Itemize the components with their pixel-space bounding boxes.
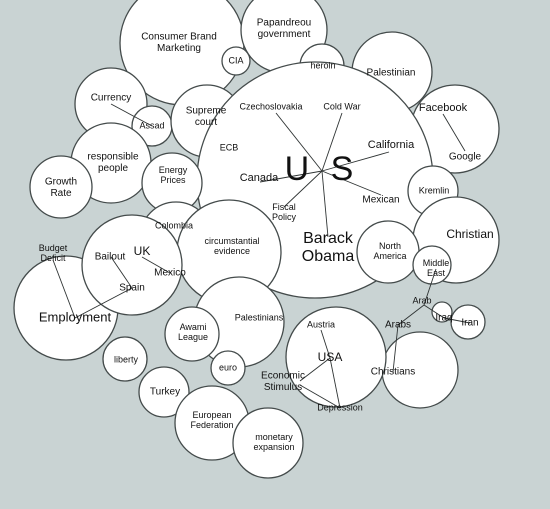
bubble-25 — [285, 306, 387, 408]
connector-line — [110, 103, 153, 127]
connector-line — [141, 256, 171, 274]
bubble-circle — [29, 155, 93, 219]
label-usa: USA — [318, 350, 343, 364]
connector-line — [321, 170, 329, 238]
connector-line — [321, 112, 343, 172]
label-google: Google — [449, 152, 482, 163]
label-canada: Canada — [240, 172, 279, 184]
connector-line — [259, 170, 323, 183]
connector-line — [320, 329, 331, 359]
bubble-21 — [81, 214, 183, 316]
label-liberty: liberty — [114, 354, 139, 364]
connector-line — [74, 287, 133, 319]
connector-line — [329, 357, 341, 409]
label-palestinian: Palestinian — [367, 68, 416, 79]
connector-line — [423, 304, 445, 319]
bubble-26 — [210, 350, 246, 386]
connector-line — [52, 259, 76, 319]
bubble-30 — [232, 407, 304, 479]
bubble-32 — [450, 304, 486, 340]
label-czechoslovakia: Czechoslovakia — [239, 101, 302, 111]
connector-line — [443, 317, 471, 324]
connector-line — [299, 384, 341, 409]
connector-line — [397, 304, 425, 326]
label-colombia: Colombia — [155, 220, 193, 230]
connector-line — [110, 256, 133, 289]
bubble-19 — [412, 245, 452, 285]
connector-line — [321, 170, 382, 196]
label-euro: euro — [219, 362, 237, 372]
bubble-circle — [81, 214, 183, 316]
label-california: California — [368, 139, 415, 151]
bubble-circle — [210, 350, 246, 386]
bubble-circle — [412, 245, 452, 285]
bubble-circle — [221, 46, 251, 76]
label-arabs: Arabs — [385, 320, 411, 331]
label-depression: Depression — [317, 402, 363, 412]
bubble-2 — [221, 46, 251, 76]
label-cold-war: Cold War — [323, 101, 360, 111]
connector-line — [299, 357, 331, 382]
label-iraq: Iraq — [435, 313, 452, 324]
label-employment: Employment — [39, 309, 112, 324]
label-uk: UK — [134, 244, 151, 258]
bubble-circle — [450, 304, 486, 340]
bubble-circle — [431, 301, 453, 323]
bubble-circle — [232, 407, 304, 479]
bubble-circle — [138, 366, 190, 418]
connector-line — [442, 113, 466, 152]
label-kremlin: Kremlin — [419, 185, 450, 195]
label-cia: CIA — [228, 55, 243, 65]
bubble-circle — [102, 336, 148, 382]
label-arab: Arab — [412, 295, 431, 305]
label-assad: Assad — [139, 120, 164, 130]
label-bailout: Bailout — [95, 252, 126, 263]
label-spain: Spain — [119, 283, 145, 294]
connector-line — [275, 112, 323, 172]
connector-line — [283, 170, 323, 208]
label-mexican: Mexican — [362, 195, 399, 206]
label-mexico: Mexico — [154, 268, 186, 279]
label-austria: Austria — [307, 319, 335, 329]
label-u-s: U S — [285, 150, 360, 188]
connector-line — [423, 268, 437, 306]
label-palestinians: Palestinians — [235, 312, 284, 322]
bubble-28 — [138, 366, 190, 418]
label-christian: Christian — [446, 227, 493, 241]
label-turkey: Turkey — [150, 387, 180, 398]
label-iran: Iran — [461, 318, 478, 329]
bubble-12 — [29, 155, 93, 219]
label-christians: Christians — [371, 367, 415, 378]
bubble-circle — [285, 306, 387, 408]
label-facebook: Facebook — [419, 102, 468, 114]
bubble-31 — [431, 301, 453, 323]
bubble-circle — [164, 306, 220, 362]
connector-line — [392, 324, 399, 373]
bubble-23 — [164, 306, 220, 362]
connector-line — [321, 151, 390, 172]
bubble-27 — [102, 336, 148, 382]
label-currency: Currency — [91, 93, 132, 104]
label-heroin: heroin — [310, 60, 335, 70]
label-ecb: ECB — [220, 142, 239, 152]
